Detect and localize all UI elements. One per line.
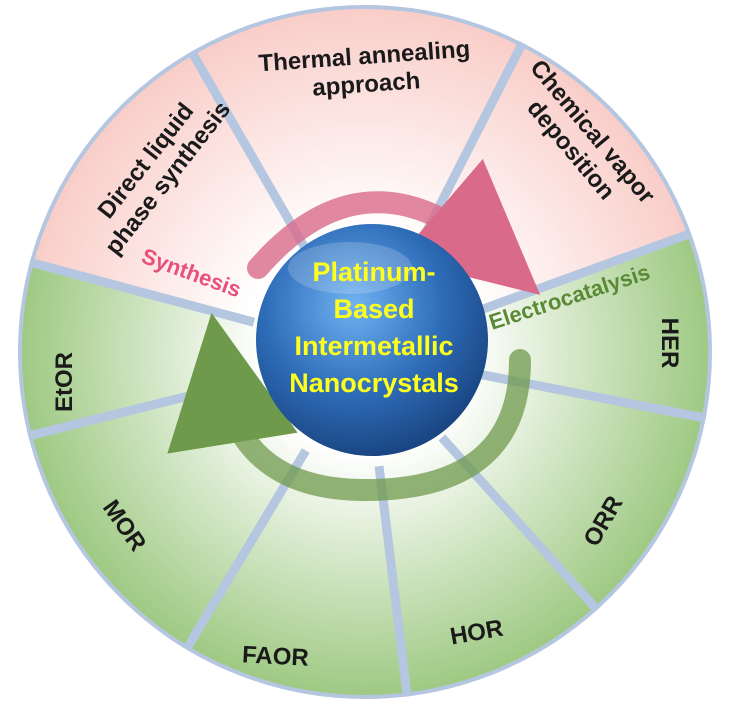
- segment-etor-label: EtOR: [51, 352, 78, 412]
- segment-etor: [19, 262, 274, 436]
- divider-her: [471, 229, 693, 317]
- center-title-line-3: Intermetallic: [294, 331, 453, 361]
- outer-ring: [18, 5, 712, 699]
- center-sphere-highlight: [288, 242, 412, 294]
- divider-faor: [374, 465, 412, 697]
- center-sphere: [256, 224, 488, 456]
- segment-faor-label: FAOR: [241, 641, 309, 671]
- divider-direct-liquid: [28, 257, 256, 327]
- divider-thermal-annealing: [187, 49, 312, 255]
- center-title: Platinum- Based Intermetallic Nanocrysta…: [289, 257, 459, 398]
- segment-her-label: HER: [656, 318, 683, 369]
- center-title-line-2: Based: [333, 294, 414, 324]
- center-title-line-1: Platinum-: [312, 257, 435, 287]
- electrocatalysis-arrow: [167, 312, 531, 502]
- segment-direct-liquid: [31, 53, 318, 328]
- center-title-line-4: Nanocrystals: [289, 368, 459, 398]
- synthesis-arrow: [247, 158, 541, 295]
